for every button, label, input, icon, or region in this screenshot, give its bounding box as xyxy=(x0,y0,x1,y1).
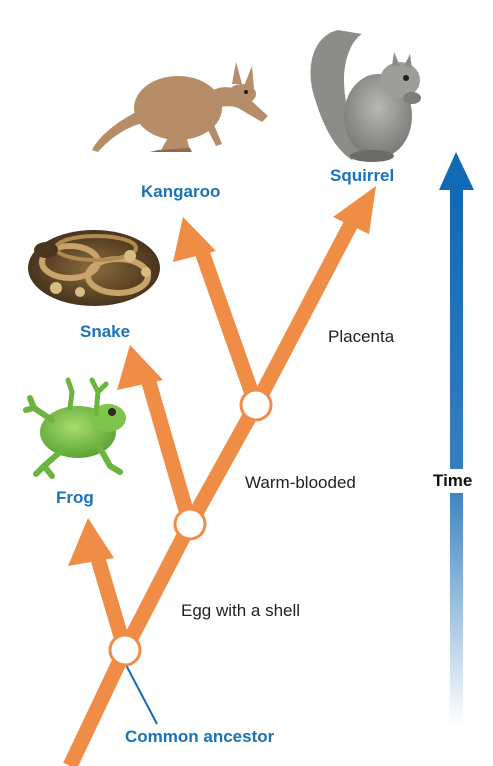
squirrel-branch xyxy=(256,220,353,405)
main-branch-lower xyxy=(125,524,190,650)
time-arrow xyxy=(439,152,474,726)
squirrel-picture xyxy=(311,30,421,162)
kangaroo-branch xyxy=(202,252,256,405)
ancestor-pointer-line xyxy=(126,665,157,724)
frog-picture xyxy=(26,380,126,476)
warm-blooded-label: Warm-blooded xyxy=(245,473,356,493)
placenta-label: Placenta xyxy=(328,327,394,347)
snake-label: Snake xyxy=(80,322,130,342)
kangaroo-picture xyxy=(92,62,268,152)
squirrel-label: Squirrel xyxy=(330,166,394,186)
kangaroo-label: Kangaroo xyxy=(141,182,220,202)
common-ancestor-label: Common ancestor xyxy=(125,727,274,747)
node-egg-with-shell xyxy=(110,635,140,665)
frog-label: Frog xyxy=(56,488,94,508)
snake-branch xyxy=(146,372,190,524)
node-placenta xyxy=(241,390,271,420)
frog-arrowhead xyxy=(68,518,114,566)
main-branch-middle xyxy=(190,405,256,524)
snake-picture xyxy=(28,230,160,306)
trunk-branch xyxy=(70,650,125,766)
egg-with-shell-label: Egg with a shell xyxy=(181,601,300,621)
node-warm-blooded xyxy=(175,509,205,539)
squirrel-arrowhead xyxy=(333,186,376,234)
time-label: Time xyxy=(430,469,475,493)
